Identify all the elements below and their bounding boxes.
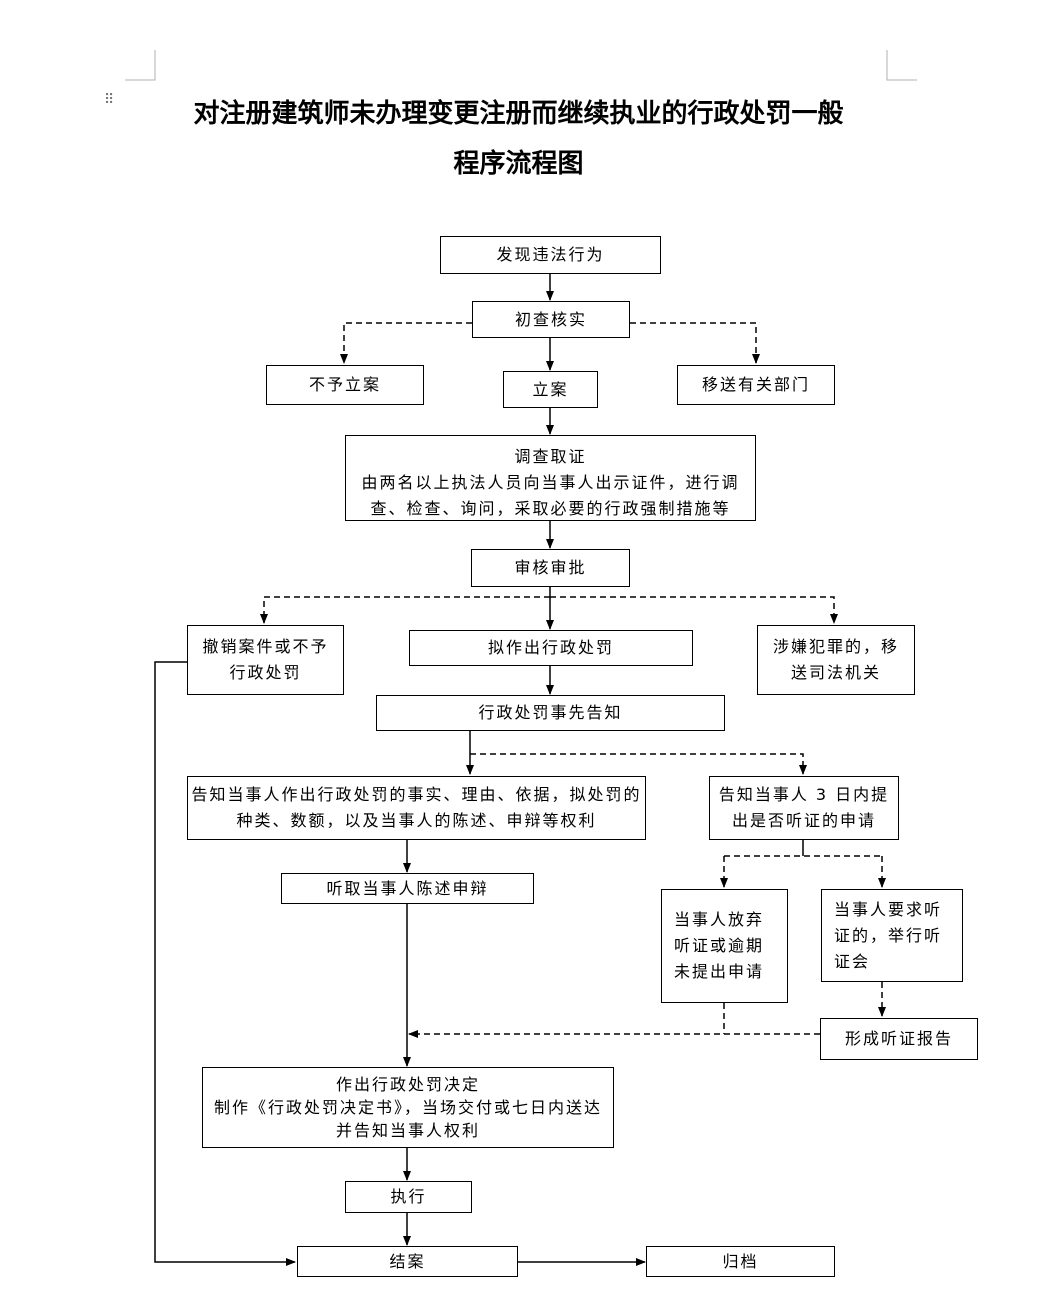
node-penalty-decision: 作出行政处罚决定 制作《行政处罚决定书》，当场交付或七日内送达 并告知当事人权利 xyxy=(202,1067,614,1148)
node-file-case: 立案 xyxy=(503,371,598,408)
page-corner-mark-left xyxy=(125,50,156,81)
node-preliminary-check: 初查核实 xyxy=(472,301,630,338)
node-request-hearing: 当事人要求听 证的，举行听 证会 xyxy=(821,889,963,982)
node-execute: 执行 xyxy=(345,1181,472,1213)
arrow-review-to-criminal xyxy=(550,596,838,624)
node-review-approve: 审核审批 xyxy=(471,549,630,587)
node-propose-penalty: 拟作出行政处罚 xyxy=(409,630,693,666)
node-prior-notice: 行政处罚事先告知 xyxy=(376,695,725,731)
node-waive-hearing: 当事人放弃 听证或逾期 未提出申请 xyxy=(661,889,788,1003)
node-transfer-department: 移送有关部门 xyxy=(677,365,835,405)
node-discover-violation: 发现违法行为 xyxy=(440,236,661,274)
arrow-check-to-no-case xyxy=(340,322,472,364)
arrow-review-to-revoke xyxy=(260,596,550,624)
node-no-case: 不予立案 xyxy=(266,365,424,405)
arrow-check-to-transfer xyxy=(630,322,760,364)
page-title-line1: 对注册建筑师未办理变更注册而继续执业的行政处罚一般 xyxy=(193,99,844,129)
arrow-notice-to-hearing-notice xyxy=(470,753,807,775)
node-investigate: 调查取证 由两名以上执法人员向当事人出示证件，进行调 查、检查、询问，采取必要的… xyxy=(345,435,756,521)
arrow-revoke-to-close xyxy=(154,661,296,1266)
node-notify-hearing: 告知当事人 3 日内提 出是否听证的申请 xyxy=(709,776,899,840)
page-corner-mark-right xyxy=(886,50,917,81)
node-hearing-report: 形成听证报告 xyxy=(820,1018,978,1060)
node-criminal-transfer: 涉嫌犯罪的，移 送司法机关 xyxy=(757,625,915,695)
drag-handle-icon[interactable]: ⠿ xyxy=(104,92,114,108)
node-notify-facts: 告知当事人作出行政处罚的事实、理由、依据，拟处罚的 种类、数额，以及当事人的陈述… xyxy=(187,776,646,840)
node-hear-statement: 听取当事人陈述申辩 xyxy=(281,873,534,904)
node-archive: 归档 xyxy=(646,1246,835,1277)
node-revoke-case: 撤销案件或不予 行政处罚 xyxy=(187,625,344,695)
page-title-line2: 程序流程图 xyxy=(453,149,584,179)
node-close-case: 结案 xyxy=(297,1246,518,1277)
